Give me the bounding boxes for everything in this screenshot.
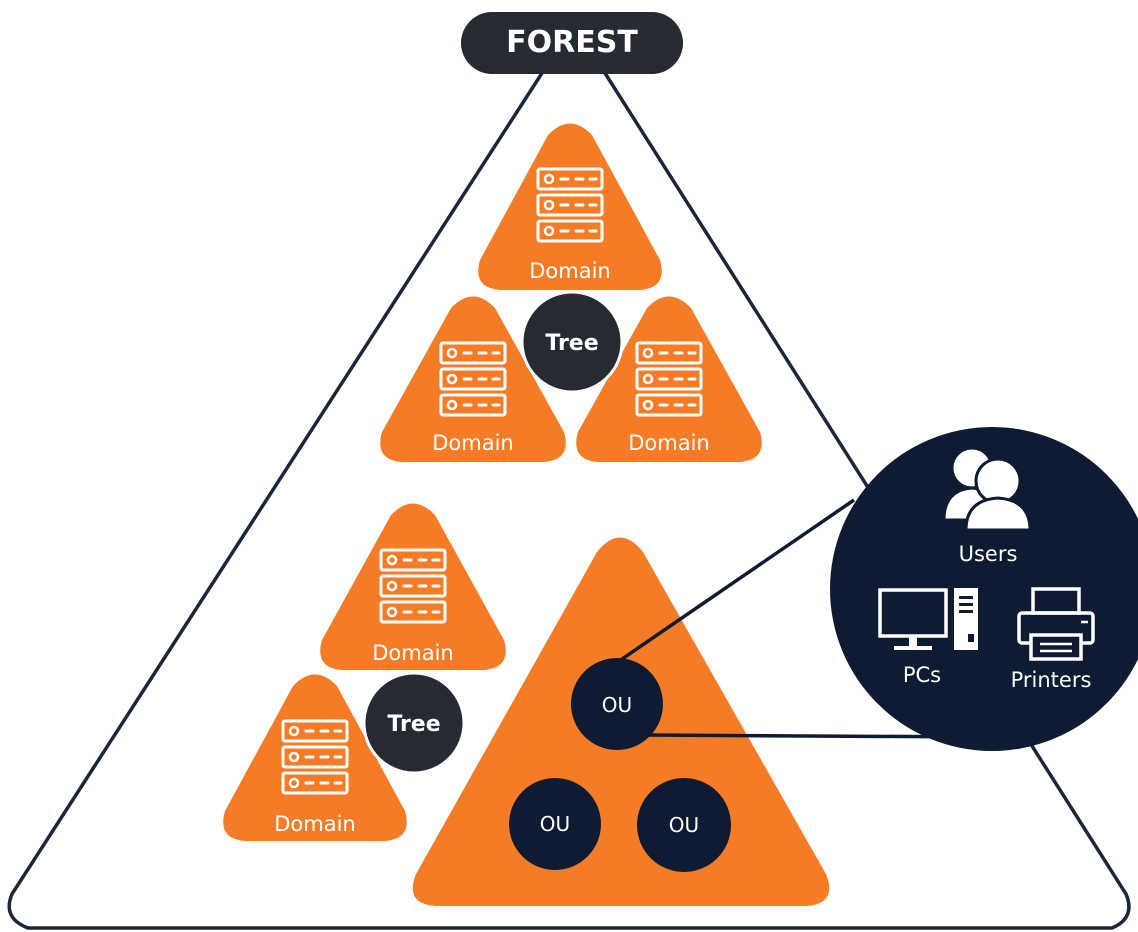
ou-node: OU: [509, 778, 601, 870]
tree-label: Tree: [387, 712, 440, 737]
domain-node: Domain: [576, 296, 762, 462]
tree-2: Domain Domain Tree: [223, 503, 506, 841]
ou-label: OU: [669, 813, 699, 837]
domain-node: Domain: [320, 503, 506, 670]
domain-node: Domain: [223, 674, 407, 841]
forest-title: FOREST: [506, 25, 638, 60]
printer-icon: [1017, 587, 1095, 661]
pc-icon: [878, 588, 978, 650]
pcs-label: PCs: [903, 663, 941, 687]
printers-label: Printers: [1011, 668, 1092, 692]
tree-1: Domain Domain Domain Tree: [380, 123, 762, 462]
ou-label: OU: [602, 693, 632, 717]
ou-node: OU: [637, 778, 731, 872]
domain-label: Domain: [432, 431, 514, 455]
domain-label: Domain: [274, 812, 356, 836]
ou-label: OU: [540, 812, 570, 836]
forest-badge: FOREST: [461, 12, 683, 74]
tree-node: Tree: [520, 290, 624, 394]
ou-node: OU: [571, 658, 663, 750]
domain-node: Domain: [478, 123, 662, 290]
forest-outline: [7, 69, 1131, 930]
tree-label: Tree: [545, 331, 598, 356]
ou-detail: Users PCs Printers: [830, 427, 1138, 751]
domain-label: Domain: [529, 259, 611, 283]
domain-label: Domain: [372, 641, 454, 665]
users-label: Users: [959, 542, 1018, 566]
tree-node: Tree: [362, 671, 466, 775]
domain-node: Domain: [380, 296, 566, 462]
users-icon: [942, 446, 1032, 532]
domain-label: Domain: [628, 431, 710, 455]
